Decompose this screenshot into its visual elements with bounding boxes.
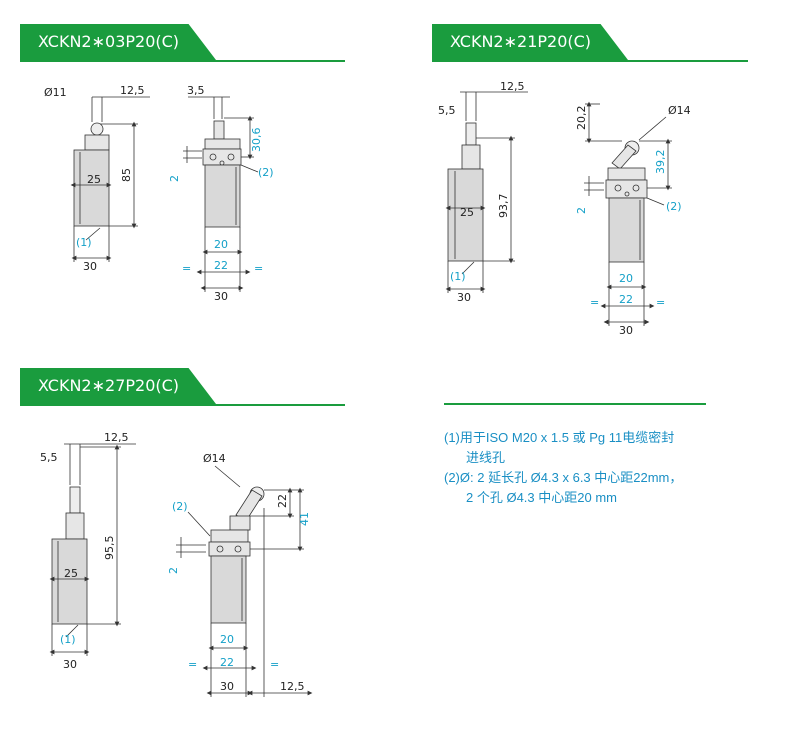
section-title-3: XCKN2∗27P20(C) [20, 368, 216, 404]
d1-h2: 30,6 [250, 128, 263, 153]
d1-roller [90, 122, 104, 136]
d2-w2: 5,5 [438, 104, 456, 117]
d1-b30: 30 [214, 290, 228, 303]
d1-b22: 22 [214, 259, 228, 272]
d3-off: 12,5 [280, 680, 305, 693]
d3-h2: 41 [298, 512, 311, 526]
d3-dia: Ø14 [203, 452, 226, 465]
note-1-line-1: (1)用于ISO M20 x 1.5 或 Pg 11电缆密封 [444, 430, 675, 445]
d3-note: (1) [60, 633, 76, 646]
d1-body [73, 149, 110, 227]
d2-dia: Ø14 [668, 104, 691, 117]
note-2-line-2: 2 个孔 Ø4.3 中心距20 mm [466, 490, 617, 505]
d2-b30: 30 [619, 324, 633, 337]
d1-inner: 25 [87, 173, 101, 186]
d1-note: (1) [76, 236, 92, 249]
d3-h1: 22 [276, 494, 289, 508]
section-title-2: XCKN2∗21P20(C) [432, 24, 628, 60]
note-2-line-1: (2)Ø: 2 延长孔 Ø4.3 x 6.3 中心距22mm， [444, 470, 683, 485]
d3-gap: 2 [167, 567, 180, 574]
d2-h2: 39,2 [654, 150, 667, 175]
section-header-2: XCKN2∗21P20(C) [432, 24, 748, 62]
d1-dia: Ø11 [44, 86, 67, 99]
d1-gap: 2 [168, 175, 181, 182]
d1-eq-right: = [254, 262, 263, 275]
d2-gap: 2 [575, 207, 588, 214]
d2-note2: (2) [666, 200, 682, 213]
d1-b20: 20 [214, 238, 228, 251]
d2-b22: 22 [619, 293, 633, 306]
d1-w1: 12,5 [120, 84, 145, 97]
d1-side-view [70, 96, 150, 262]
d1-h: 85 [120, 168, 133, 182]
d3-b22: 22 [220, 656, 234, 669]
d1-front-view [183, 96, 259, 292]
note-1-line-2: 进线孔 [466, 450, 506, 465]
d2-front-view [584, 101, 672, 326]
d2-eq-left: = [590, 296, 599, 309]
d2-w1: 12,5 [500, 80, 525, 93]
d3-inner: 25 [64, 567, 78, 580]
d3-h: 95,5 [103, 536, 116, 561]
d1-head [84, 134, 110, 151]
d2-eq-right: = [656, 296, 665, 309]
d1-eq-left: = [182, 262, 191, 275]
notes-block: (1)用于ISO M20 x 1.5 或 Pg 11电缆密封 进线孔 (2)Ø:… [444, 428, 744, 508]
d2-h1: 20,2 [575, 106, 588, 131]
d2-base: 30 [457, 291, 471, 304]
d2-inner: 25 [460, 206, 474, 219]
d3-front-view [176, 465, 313, 697]
section-rule-2 [432, 60, 748, 62]
d2-note: (1) [450, 270, 466, 283]
d3-eq-right: = [270, 658, 279, 671]
d3-note2: (2) [172, 500, 188, 513]
d3-b20: 20 [220, 633, 234, 646]
section-rule-3 [20, 404, 345, 406]
d1-w2: 3,5 [187, 84, 205, 97]
d2-h: 93,7 [497, 194, 510, 219]
d1-note2: (2) [258, 166, 274, 179]
notes-rule [444, 403, 706, 405]
d3-base: 30 [63, 658, 77, 671]
d3-w2: 5,5 [40, 451, 58, 464]
section-title-1: XCKN2∗03P20(C) [20, 24, 216, 60]
d2-side-view [445, 91, 528, 293]
section-header-3: XCKN2∗27P20(C) [20, 368, 345, 406]
section-header-1: XCKN2∗03P20(C) [20, 24, 345, 62]
d3-w1: 12,5 [104, 431, 129, 444]
d3-b30: 30 [220, 680, 234, 693]
d2-b20: 20 [619, 272, 633, 285]
d3-eq-left: = [188, 658, 197, 671]
d3-side-view [49, 443, 136, 656]
section-rule-1 [20, 60, 345, 62]
d1-base: 30 [83, 260, 97, 273]
